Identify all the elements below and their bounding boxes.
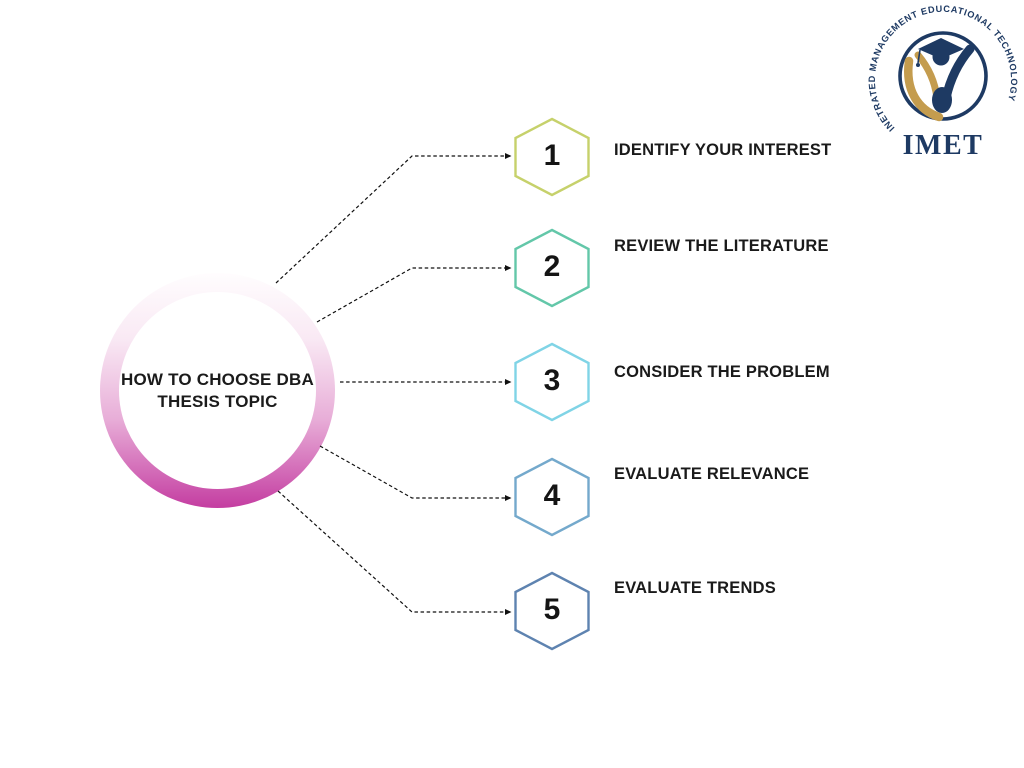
connector-step-1 [275,153,512,284]
connector-step-2 [316,265,512,323]
imet-logo-graphic: INETRATED MANAGEMENT EDUCATIONAL TECHNOL… [867,4,1018,161]
step-number-2: 2 [543,250,561,283]
connector-step-4 [319,445,512,501]
step-hexagon-3: 3 [513,342,591,422]
central-topic-title-line1: HOW TO CHOOSE DBA [121,369,314,389]
hexagon-outline-3 [514,342,590,422]
step-hexagon-2: 2 [513,228,591,308]
hexagon-shape-4 [514,457,590,537]
step-number-1: 1 [543,139,561,172]
cap-tassel-end [916,63,920,67]
step-number-5: 5 [543,593,561,626]
central-topic-title: HOW TO CHOOSE DBA THESIS TOPIC [121,369,314,413]
emblem-gold-crescent [904,56,944,122]
step-label-4: EVALUATE RELEVANCE [614,465,810,483]
hexagon-shape-5 [514,571,590,651]
hexagon-outline-4 [514,457,590,537]
step-hexagon-4: 4 [513,457,591,537]
person-torso [932,87,952,113]
central-topic-ring: HOW TO CHOOSE DBA THESIS TOPIC [100,273,335,508]
hexagon-outline-5 [514,571,590,651]
hexagon-shape-1 [514,117,590,197]
imet-logo: INETRATED MANAGEMENT EDUCATIONAL TECHNOL… [863,2,1023,164]
graduation-cap-icon [918,38,964,59]
cap-tassel [917,49,921,64]
step-label-5: EVALUATE TRENDS [614,579,776,597]
step-label-1: IDENTIFY YOUR INTEREST [614,141,832,159]
hexagon-outline-2 [514,228,590,308]
step-label-3: CONSIDER THE PROBLEM [614,363,830,381]
step-number-3: 3 [543,364,561,397]
step-label-2: REVIEW THE LITERATURE [614,237,829,255]
imet-emblem [898,31,988,122]
hexagon-shape-3 [514,342,590,422]
central-topic-inner: HOW TO CHOOSE DBA THESIS TOPIC [119,292,316,489]
connector-step-5 [277,490,512,615]
hexagon-shape-2 [514,228,590,308]
step-hexagon-5: 5 [513,571,591,651]
central-topic-title-line2: THESIS TOPIC [157,391,278,411]
imet-acronym: IMET [903,130,984,161]
hexagon-outline-1 [514,117,590,197]
step-hexagon-1: 1 [513,117,591,197]
step-number-4: 4 [543,479,561,512]
